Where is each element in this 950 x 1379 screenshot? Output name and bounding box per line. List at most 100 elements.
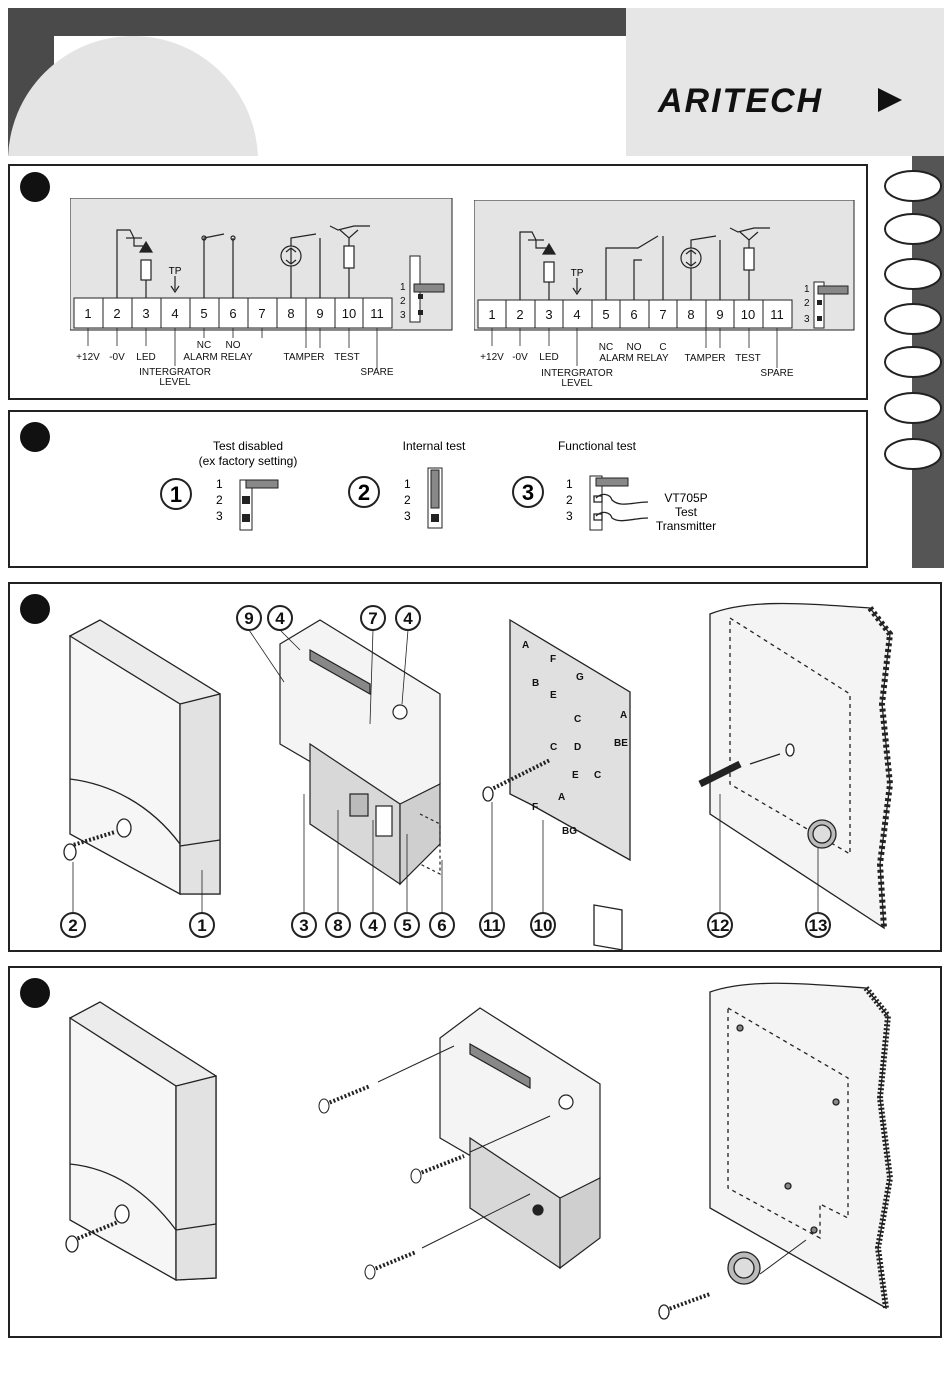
callout-3: 3 (299, 916, 308, 935)
wall-drawing-2 (658, 982, 894, 1320)
tab-oval-5 (884, 346, 942, 378)
step-dot-2 (20, 422, 50, 452)
terminal-5: 5 (602, 307, 609, 322)
cover-drawing-2 (65, 1001, 217, 1282)
mode-1-pin-2: 2 (216, 493, 223, 507)
callout-7: 7 (368, 609, 377, 628)
mode-2-number: 2 (358, 480, 370, 505)
jumper-pin-2: 2 (400, 296, 406, 307)
hole-c1: C (574, 714, 581, 725)
terminal-7: 7 (659, 307, 666, 322)
test-mode-2: Internal test 2 1 2 3 (348, 439, 466, 529)
mode-3-note-2: Test (675, 505, 698, 519)
terminal-4: 4 (573, 307, 580, 322)
label-test: TEST (334, 352, 360, 363)
label-alarm-relay: ALARM RELAY (599, 353, 669, 364)
callout-5: 5 (402, 916, 411, 935)
test-mode-1: Test disabled (ex factory setting) 1 1 2… (160, 439, 298, 531)
header-bar (8, 8, 626, 36)
terminal-3: 3 (142, 306, 149, 321)
callout-10: 10 (534, 916, 553, 935)
hole-a2: A (620, 710, 627, 721)
mode-1-title: Test disabled (213, 439, 283, 453)
wiring-diagram-right: 1 2 3 4 5 6 7 8 9 10 11 TP 1 2 3 (474, 200, 855, 389)
label-level: LEVEL (159, 377, 191, 388)
label-led: LED (539, 352, 558, 363)
terminal-2: 2 (113, 306, 120, 321)
hole-b: B (532, 678, 539, 689)
terminal-1: 1 (84, 306, 91, 321)
tp-label: TP (571, 268, 584, 279)
header-arc (8, 36, 258, 156)
tab-oval-4 (884, 303, 942, 335)
label-level: LEVEL (561, 378, 593, 389)
label-spare: SPARE (360, 367, 393, 378)
mode-2-title: Internal test (403, 439, 466, 453)
terminal-5: 5 (200, 306, 207, 321)
label-12v: +12V (480, 352, 504, 363)
mode-3-title: Functional test (558, 439, 637, 453)
callout-13: 13 (809, 916, 828, 935)
mode-3-pin-3: 3 (566, 509, 573, 523)
hole-e2: E (572, 770, 579, 781)
callout-6: 6 (437, 916, 446, 935)
module-drawing (279, 619, 441, 886)
label-0v: -0V (109, 352, 125, 363)
label-no: NO (627, 342, 642, 353)
jumper-pin-3: 3 (804, 314, 810, 325)
terminal-6: 6 (229, 306, 236, 321)
brand-logo: ARITECH (657, 82, 902, 120)
label-integrator: INTERGRATOR (541, 368, 613, 379)
tab-oval-6 (884, 392, 942, 424)
language-tabs (884, 170, 942, 470)
mode-2-pin-1: 1 (404, 477, 411, 491)
hole-f1: F (550, 654, 556, 665)
terminal-4: 4 (171, 306, 178, 321)
mode-1-subtitle: (ex factory setting) (199, 454, 298, 468)
label-spare: SPARE (760, 368, 793, 379)
mounting-plate-drawing (482, 618, 631, 950)
mode-2-pin-3: 3 (404, 509, 411, 523)
tp-label: TP (169, 266, 182, 277)
mode-3-pin-1: 1 (566, 477, 573, 491)
mode-1-pin-3: 3 (216, 509, 223, 523)
terminal-10: 10 (741, 307, 755, 322)
label-no: NO (226, 340, 241, 351)
hole-bg: BG (562, 826, 577, 837)
brand-panel (626, 8, 944, 156)
label-0v: -0V (512, 352, 528, 363)
jumper-pin-3: 3 (400, 310, 406, 321)
hole-c3: C (594, 770, 601, 781)
mounting-illustration (65, 982, 894, 1320)
terminal-7: 7 (258, 306, 265, 321)
callouts (60, 605, 831, 938)
tab-oval-3 (884, 258, 942, 290)
terminal-1: 1 (488, 307, 495, 322)
jumper-pin-1: 1 (400, 282, 406, 293)
test-mode-3: Functional test 3 1 2 3 VT705P Test Tran… (512, 439, 716, 533)
terminal-11: 11 (770, 307, 784, 322)
label-tamper: TAMPER (284, 352, 325, 363)
terminal-6: 6 (630, 307, 637, 322)
label-tamper: TAMPER (685, 353, 726, 364)
jumper-pin-2: 2 (804, 298, 810, 309)
screws (318, 1045, 551, 1280)
callout-8: 8 (333, 916, 342, 935)
mode-1-pin-1: 1 (216, 477, 223, 491)
mode-3-pin-2: 2 (566, 493, 573, 507)
terminal-9: 9 (316, 306, 323, 321)
callout-2: 2 (68, 916, 77, 935)
hole-g: G (576, 672, 584, 683)
step-dot-3 (20, 594, 50, 624)
label-alarm-relay: ALARM RELAY (183, 352, 253, 363)
mode-1-number: 1 (170, 482, 182, 507)
callout-1: 1 (197, 916, 206, 935)
callout-11: 11 (483, 916, 501, 935)
hole-d: D (574, 742, 581, 753)
wall-drawing (698, 602, 894, 930)
cover-drawing (63, 619, 221, 896)
callout-4a: 4 (275, 609, 285, 628)
hole-a1: A (522, 640, 529, 651)
terminal-3: 3 (545, 307, 552, 322)
tab-oval-7 (884, 438, 942, 470)
